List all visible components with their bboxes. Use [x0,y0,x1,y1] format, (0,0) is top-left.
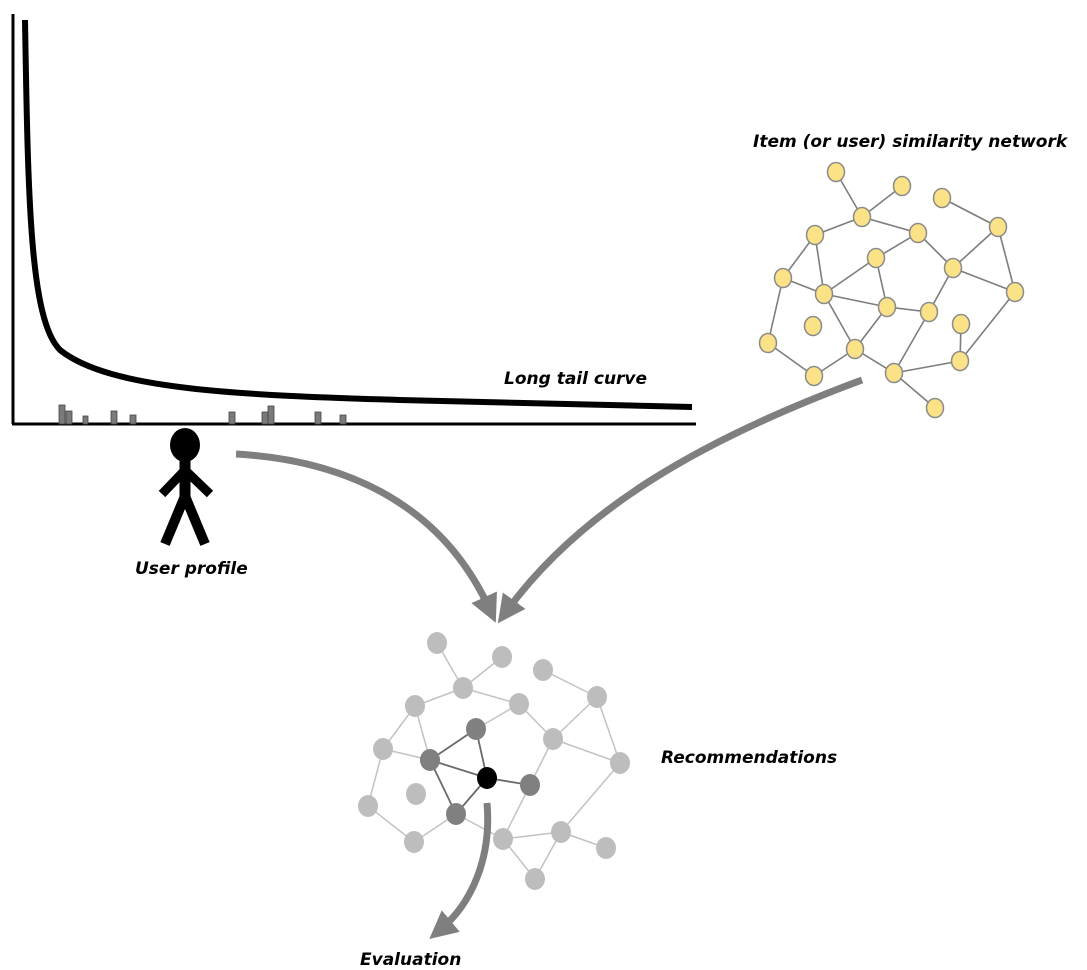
network-node [852,206,872,228]
user-stick-figure-icon [158,428,214,546]
network-node [804,365,824,387]
user-profile-label: User profile [135,559,248,579]
recommendation-node [543,728,563,750]
network-edge [941,197,999,228]
recommendation-node [587,686,607,708]
network-node [988,216,1008,238]
network-edge [861,216,919,234]
histogram-bar [65,410,73,425]
target-user-node [477,767,497,789]
recommendation-node [406,783,426,805]
network-node [943,257,963,279]
network-edge [823,293,888,308]
recommendation-node [551,821,571,843]
network-node [826,161,846,183]
network-edge [893,360,961,374]
network-to-recommendations-arrow [497,376,864,624]
network-node [814,283,834,305]
evaluation-arrow [429,802,492,939]
recommendation-node [610,752,630,774]
histogram-bar [261,411,269,425]
network-node [845,338,865,360]
histogram-bar [267,405,275,425]
network-edge [767,277,784,344]
recommendation-node [427,632,447,654]
histogram-bar [314,411,322,425]
recommendation-node [405,695,425,717]
network-node [877,296,897,318]
recommended-item-node [520,774,540,796]
network-edge [952,267,1016,293]
recommendation-network-nodes [358,632,630,890]
network-node [866,247,886,269]
network-node [773,267,793,289]
network-edge [893,311,930,374]
similarity-network-nodes [758,161,1025,419]
recommendation-node [492,646,512,668]
recommendation-node [525,868,545,890]
network-node [758,332,778,354]
long-tail-plot: Long tail curve [11,14,696,426]
recommended-item-node [446,803,466,825]
network-node [1005,281,1025,303]
recommendation-node [493,828,513,850]
network-node [892,175,912,197]
histogram-bar [228,411,236,425]
network-node [803,315,823,337]
network-label: Item (or user) similarity network [753,132,1069,152]
network-edge [823,257,877,295]
recommendation-node [596,837,616,859]
recommended-item-node [466,718,486,740]
recommendation-node [453,677,473,699]
network-node [805,224,825,246]
recommendation-node [509,693,529,715]
network-edge [952,226,999,269]
network-node [950,350,970,372]
network-node [884,362,904,384]
recommendation-node [373,738,393,760]
histogram-bar [129,414,137,425]
network-node [925,397,945,419]
recommendations-label: Recommendations [661,748,837,768]
network-edge [823,293,856,350]
histogram-bar [110,410,118,425]
long-tail-curve [22,19,693,410]
network-edge [959,291,1016,362]
long-tail-label: Long tail curve [504,369,647,389]
user-item-histogram [58,404,347,425]
recommendation-edge [560,762,621,833]
recommendation-node [404,831,424,853]
network-node [932,187,952,209]
histogram-bar [82,415,89,425]
network-node [908,222,928,244]
recommended-item-node [420,749,440,771]
histogram-bar [58,404,66,425]
network-node [951,313,971,335]
user-to-recommendations-arrow [235,450,497,623]
network-edge [997,226,1016,293]
evaluation-label: Evaluation [360,950,461,970]
recommendation-node [358,795,378,817]
recommendation-edge [596,696,621,764]
recommendation-edge [552,738,621,764]
histogram-bar [339,414,347,425]
network-node [919,301,939,323]
recommendation-node [533,659,553,681]
